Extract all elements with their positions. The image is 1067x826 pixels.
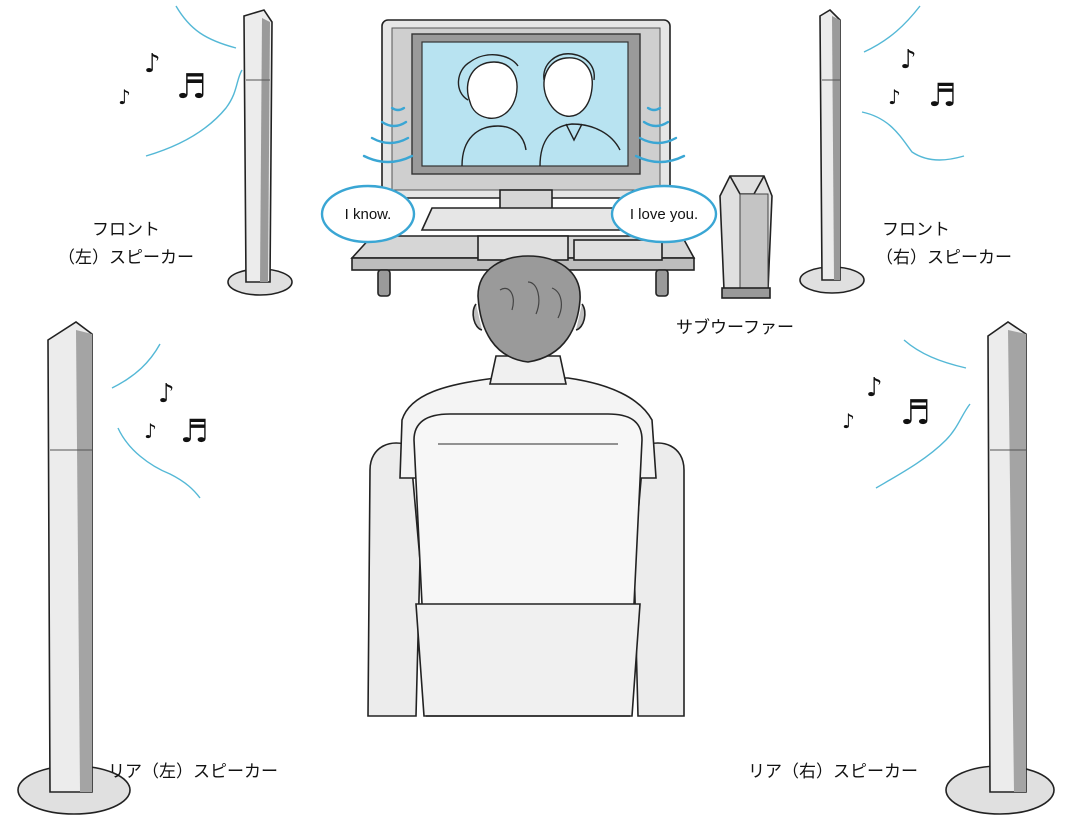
speech-bubble-left: I know. (320, 184, 416, 244)
rear-right-speaker (945, 321, 1055, 815)
front-left-speaker (227, 9, 293, 296)
music-note-icon: ♪ (118, 85, 131, 109)
music-note-icon: ♬ (900, 393, 930, 433)
music-note-icon: ♪ (888, 85, 901, 109)
rear-left-label: リア（左）スピーカー (108, 762, 278, 782)
sound-lines-front-left: ♪ ♪ ♬ (118, 5, 243, 157)
front-right-speaker (799, 8, 865, 294)
music-note-icon: ♬ (928, 76, 957, 114)
music-note-icon: ♪ (158, 379, 175, 409)
speech-bubble-right: I love you. (610, 184, 718, 244)
speech-left-text: I know. (345, 206, 392, 223)
music-note-icon: ♪ (842, 409, 855, 433)
sound-lines-front-right: ♪ ♪ ♬ (861, 5, 965, 161)
television (381, 19, 671, 231)
subwoofer-label: サブウーファー (676, 318, 794, 338)
rear-left-speaker (17, 321, 131, 815)
viewer-in-armchair (367, 255, 685, 717)
speech-right-text: I love you. (630, 206, 698, 223)
sound-lines-rear-left: ♪ ♪ ♬ (111, 343, 209, 499)
rear-right-label: リア（右）スピーカー (748, 762, 918, 782)
dvd-player (573, 239, 663, 261)
front-right-label-line1: フロント (882, 220, 950, 240)
sound-lines-rear-right: ♪ ♪ ♬ (842, 339, 971, 489)
couple-on-screen-illustration (457, 53, 621, 167)
music-note-icon: ♪ (866, 373, 883, 403)
front-left-label-line1: フロント (92, 220, 160, 240)
music-note-icon: ♪ (900, 45, 917, 75)
music-note-icon: ♪ (144, 419, 157, 443)
viewer-head (477, 255, 581, 363)
front-right-label-line2: （右）スピーカー (876, 248, 1012, 268)
music-note-icon: ♪ (144, 49, 161, 79)
subwoofer (719, 175, 773, 299)
front-left-label-line2: （左）スピーカー (58, 248, 194, 268)
tv-sound-waves (362, 106, 686, 164)
music-note-icon: ♬ (180, 412, 209, 450)
music-note-icon: ♬ (176, 67, 206, 107)
